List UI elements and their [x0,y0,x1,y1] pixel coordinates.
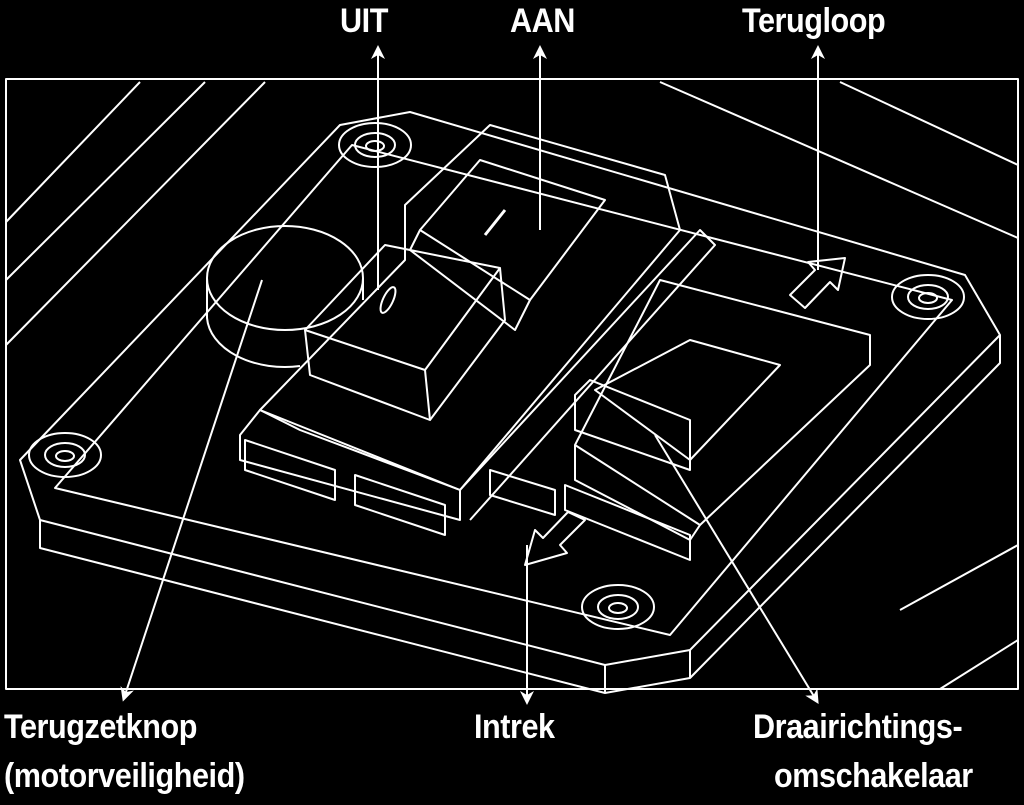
screw-hole-left [28,432,102,478]
label-reset-line1: Terugzetknop [4,708,197,746]
label-retract: Intrek [474,708,555,746]
callout-reset [120,279,263,702]
picture-frame [5,78,1019,690]
panel-lines [5,81,1019,690]
off-rocker-shape [304,244,506,421]
label-selector-line2: omschakelaar [774,757,973,795]
reset-button-shape [206,225,364,368]
plate-arrow-reverse [789,257,846,309]
screw-hole-bottom [581,584,655,630]
base-plate [19,111,1001,694]
label-off: UIT [340,2,388,40]
direction-selector-shape [564,279,871,561]
label-reset-line2: (motorveiligheid) [4,757,245,795]
label-on: AAN [510,2,575,40]
switch-feet [244,439,556,536]
screw-hole-right [891,274,965,320]
screw-hole-top [338,122,412,168]
switch-housing [239,124,716,521]
label-reverse: Terugloop [742,2,886,40]
plate-arrow-retract [524,511,586,566]
label-selector-line1: Draairichtings- [753,708,963,746]
callout-selector [654,434,819,704]
